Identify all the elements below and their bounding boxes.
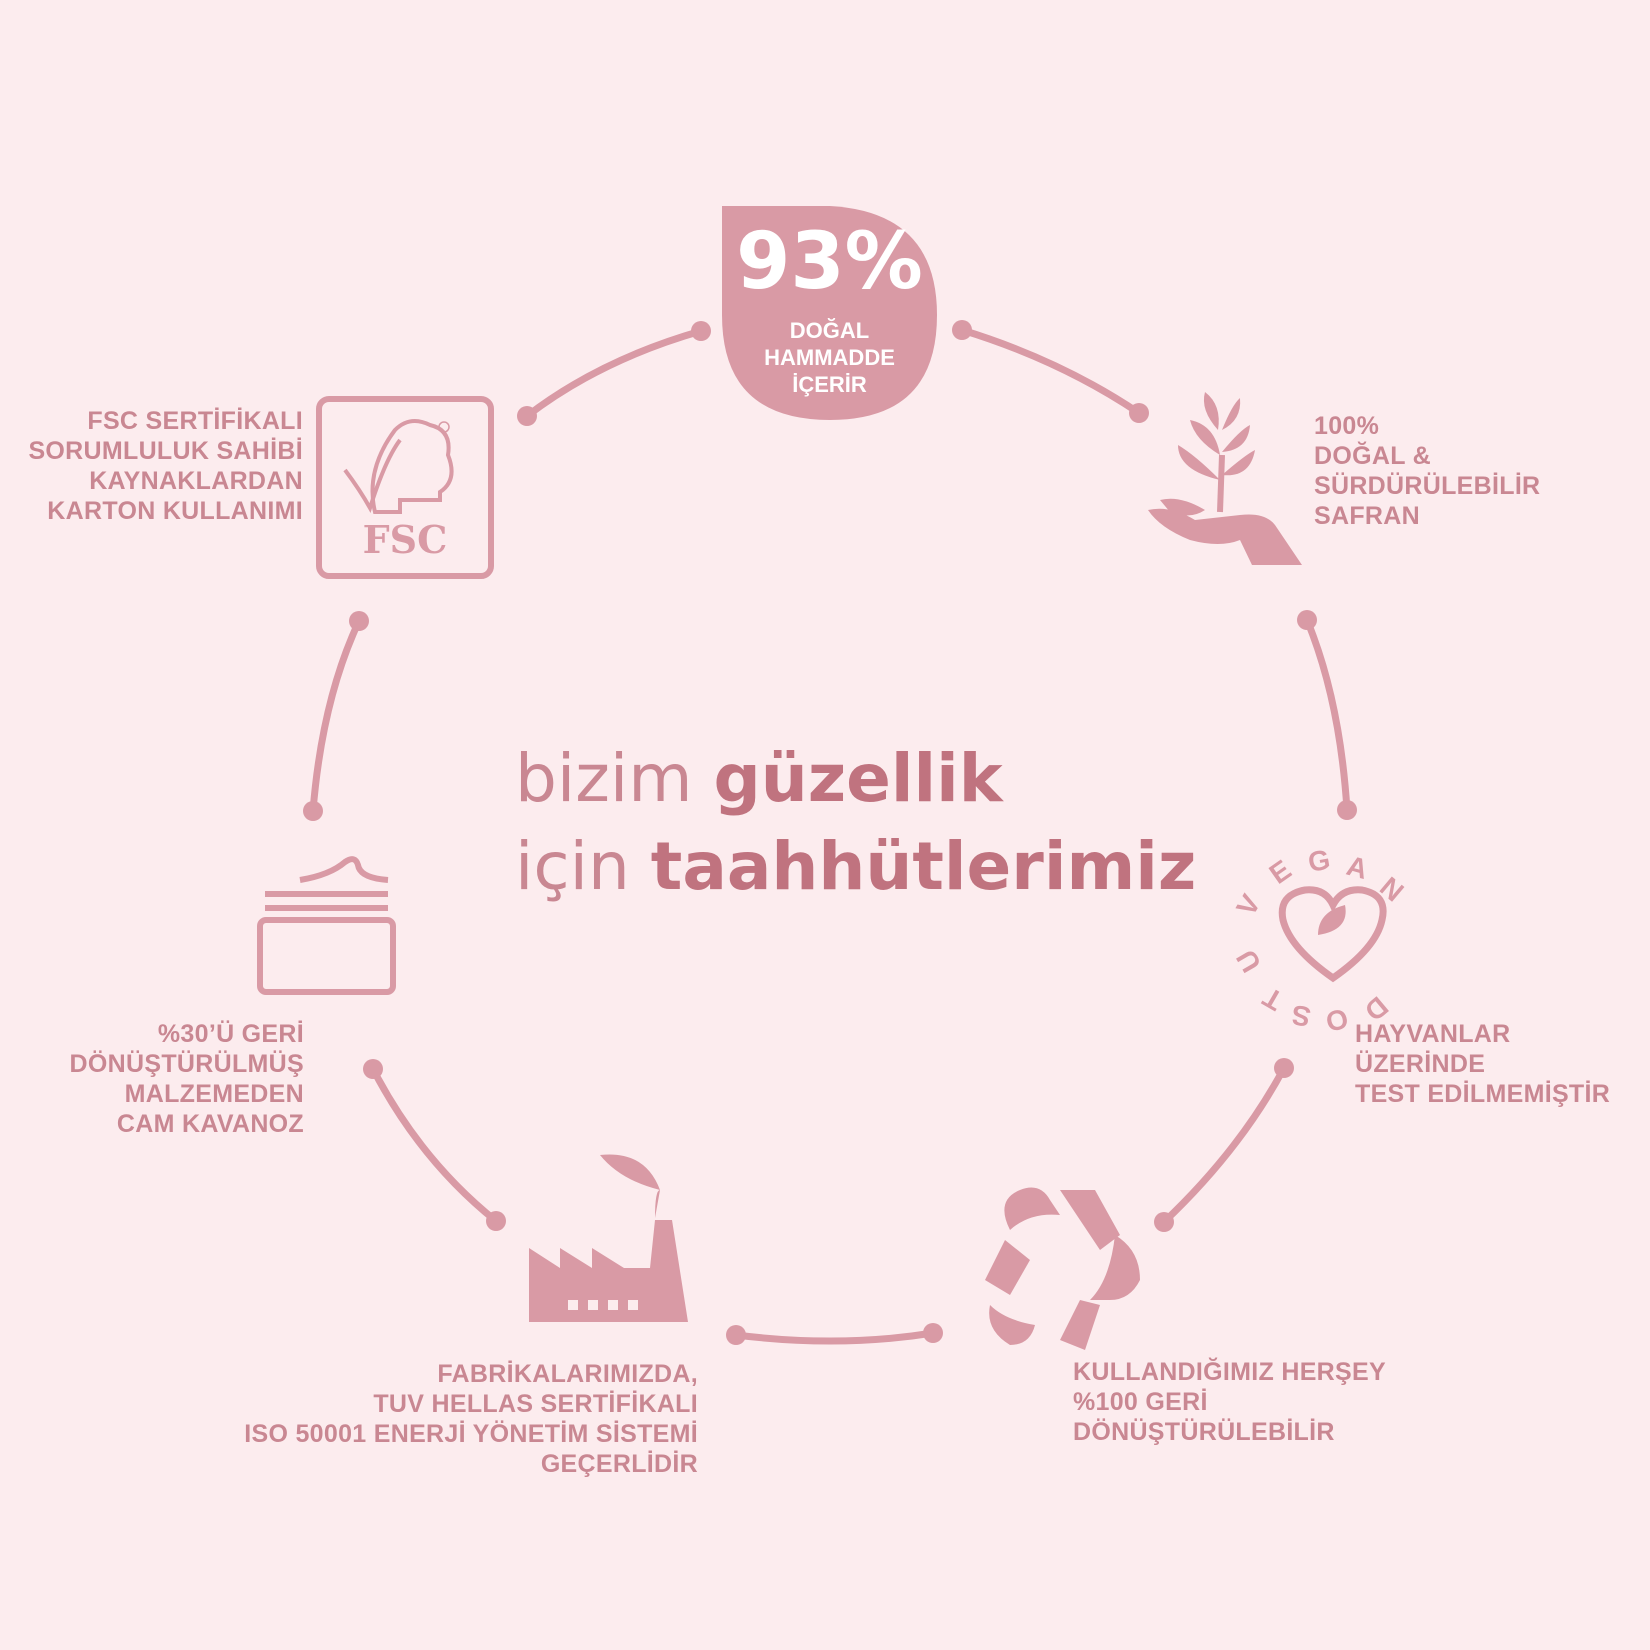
jar-icon bbox=[257, 856, 396, 995]
drop-badge-icon bbox=[722, 206, 937, 420]
svg-text:FSC: FSC bbox=[363, 517, 448, 562]
arc-top-right bbox=[958, 326, 1143, 417]
recycle-label: KULLANDIĞIMIZ HERŞEY%100 GERİ DÖNÜŞTÜRÜL… bbox=[1073, 1358, 1386, 1446]
svg-text:U: U bbox=[1230, 944, 1267, 977]
svg-text:O: O bbox=[1322, 1002, 1351, 1038]
arc-top-left bbox=[523, 327, 705, 420]
fsc-logo-icon: FSC bbox=[316, 396, 494, 579]
factory-label: FABRİKALARIMIZDA,TUV HELLAS SERTİFİKALI … bbox=[244, 1360, 698, 1478]
hand-plant-icon bbox=[1148, 392, 1302, 565]
svg-text:E: E bbox=[1264, 854, 1297, 890]
badge-percent: 93% bbox=[736, 217, 923, 307]
arc-bottom bbox=[732, 1329, 937, 1345]
badge-line2: HAMMADDE bbox=[764, 345, 895, 370]
page-title: bizim güzellik için taahhütlerimiz bbox=[515, 740, 1197, 905]
badge-line1: DOĞAL bbox=[789, 318, 870, 343]
arc-left-upper bbox=[309, 617, 363, 815]
arc-left-lower bbox=[369, 1065, 500, 1225]
svg-text:G: G bbox=[1306, 844, 1333, 878]
svg-text:A: A bbox=[1343, 850, 1371, 885]
recycle-icon bbox=[985, 1187, 1140, 1350]
arc-right-upper bbox=[1303, 616, 1351, 814]
vegan-heart-icon: V E G A N U T S O D bbox=[1230, 844, 1409, 1038]
svg-text:V: V bbox=[1230, 889, 1266, 921]
badge-line3: İÇERİR bbox=[792, 372, 867, 397]
arc-right-lower bbox=[1160, 1064, 1288, 1226]
factory-leaf-icon bbox=[529, 1154, 688, 1322]
svg-text:S: S bbox=[1289, 999, 1313, 1033]
svg-text:T: T bbox=[1258, 981, 1288, 1016]
